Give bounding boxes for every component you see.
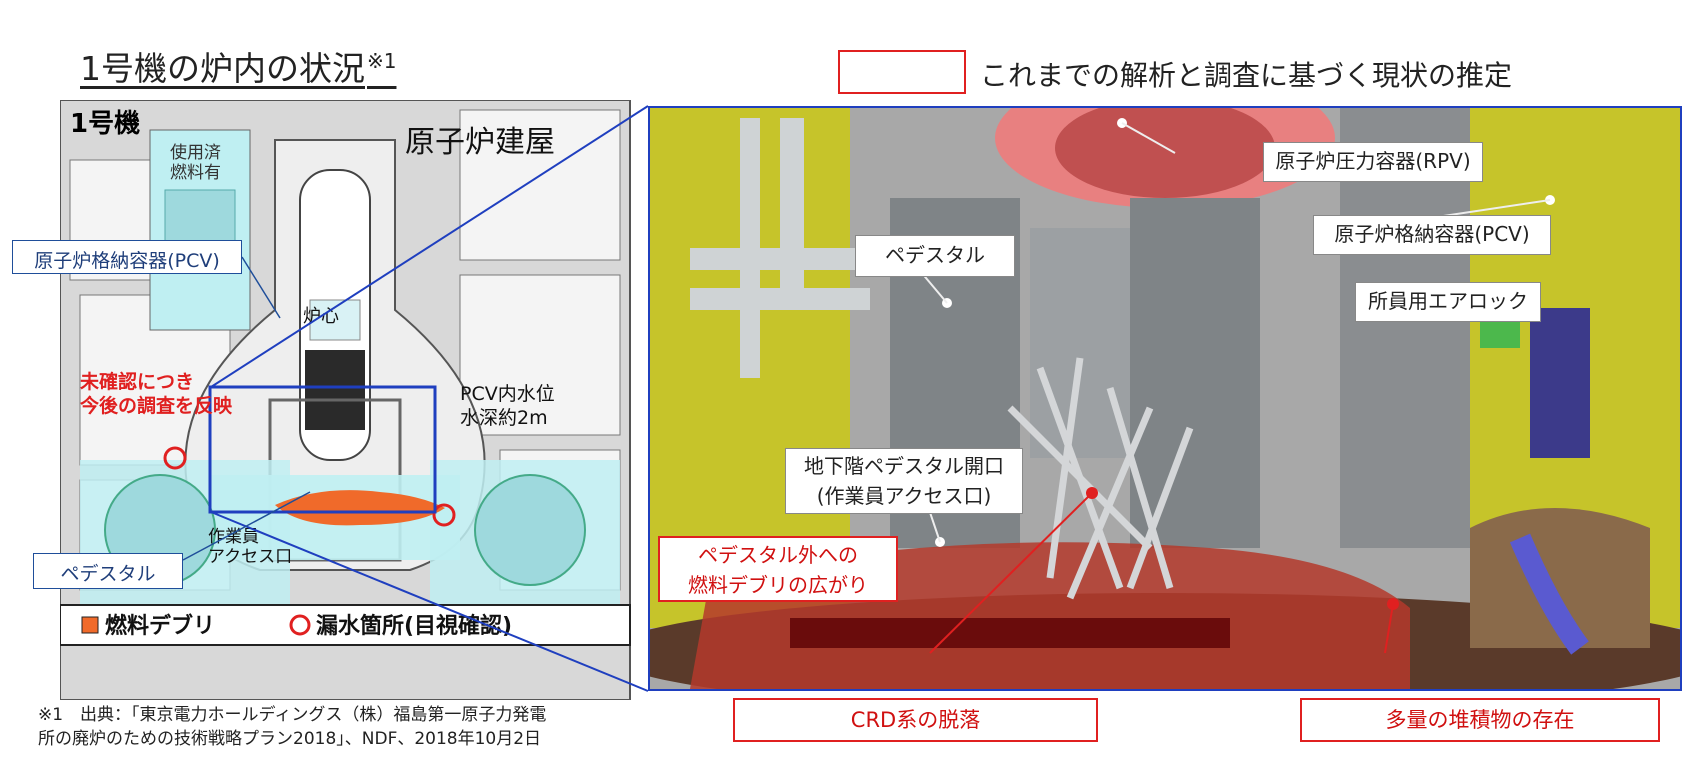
left-pedestal-callout: ペデスタル [33,553,183,589]
leak-legend-swatch [289,614,311,636]
source-footnote: ※1 出典：「東京電力ホールディングス（株）福島第一原子力発電 所の廃炉のための… [38,703,546,751]
left-pcv-callout: 原子炉格納容器(PCV) [12,240,242,274]
fuel-debris-shape [275,490,445,526]
water-level-label-2: 水深約2m [460,407,548,429]
debris-legend-label: 燃料デブリ [105,613,215,639]
estimate-legend-swatch [838,50,966,94]
pcv-interior-render-panel [648,106,1682,691]
water-level-label-1: PCV内水位 [460,383,555,405]
footnote-line-1: ※1 出典：「東京電力ホールディングス（株）福島第一原子力発電 [38,705,547,725]
crd-fall-callout: CRD系の脱落 [733,698,1098,742]
access-label-2: アクセス口 [208,547,292,567]
pedestal-callout: ペデスタル [855,235,1015,277]
unit1-cross-section-diagram: 1号機 原子炉建屋 使用済 燃料有 炉心 未確認につき 今後の調査を反映 PCV… [60,100,631,700]
debris-legend-swatch [81,616,99,634]
pedestal-opening-line-2: (作業員アクセス口) [816,484,992,508]
spent-fuel-label-1: 使用済 [170,142,221,163]
pedestal-opening-line-1: 地下階ペデスタル開口 [804,454,1004,478]
building-label: 原子炉建屋 [405,125,555,160]
rpv-callout: 原子炉圧力容器(RPV) [1263,142,1483,182]
unconfirmed-label-2: 今後の調査を反映 [79,394,233,417]
page-title: 1号機の炉内の状況※1 [80,49,397,88]
footnote-line-2: 所の廃炉のための技術戦略プラン2018」、NDF、2018年10月2日 [38,729,542,749]
unconfirmed-label-1: 未確認につき [79,370,194,393]
debris-spread-line-1: ペデスタル外への [698,543,858,567]
pcv-callout: 原子炉格納容器(PCV) [1313,215,1551,255]
left-legend-bar [60,604,631,646]
pedestal-opening-callout: 地下階ペデスタル開口 (作業員アクセス口) [785,448,1023,514]
estimate-legend-text: これまでの解析と調査に基づく現状の推定 [980,59,1513,92]
debris-spread-callout: ペデスタル外への 燃料デブリの広がり [658,536,898,602]
access-label-1: 作業員 [208,527,259,547]
unit-label: 1号機 [70,109,140,139]
leak-point-right [432,503,456,527]
debris-spread-line-2: 燃料デブリの広がり [688,573,868,597]
core-region [305,350,365,430]
spent-fuel-label-2: 燃料有 [170,163,221,183]
airlock-callout: 所員用エアロック [1355,282,1541,322]
zoom-highlight-rect [208,385,437,514]
leak-legend-label: 漏水箇所(目視確認) [316,613,512,639]
deposit-callout: 多量の堆積物の存在 [1300,698,1660,742]
leak-point-left [163,446,187,470]
